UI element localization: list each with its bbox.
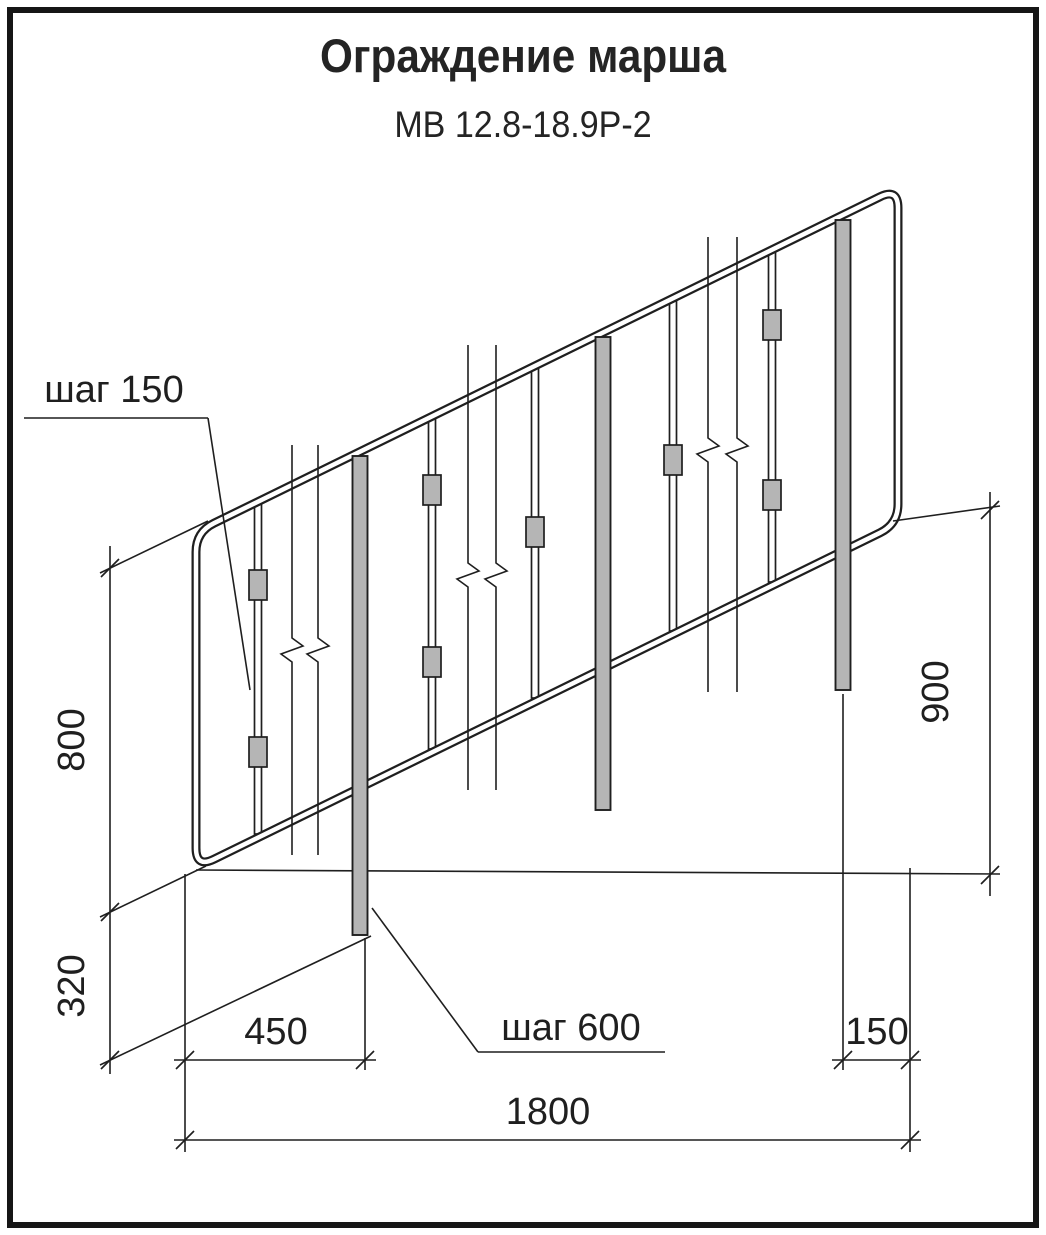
baluster-blocks <box>248 309 782 768</box>
baluster-block <box>525 516 545 548</box>
post <box>351 455 369 936</box>
break-line <box>455 345 481 790</box>
break-line-group-2 <box>455 345 509 790</box>
railing-frame <box>191 189 903 867</box>
callout-leader <box>371 907 479 1053</box>
baluster-block <box>663 444 683 476</box>
extension-line <box>892 505 1001 522</box>
dimension-tick <box>833 1050 853 1070</box>
dimension-tick <box>355 1050 375 1070</box>
dimension-value-150: 150 <box>845 1011 908 1053</box>
baluster-block <box>762 479 782 511</box>
baluster-block <box>248 736 268 768</box>
floor-level-line <box>195 869 1001 875</box>
callout-step-150-label: шаг 150 <box>44 369 183 411</box>
posts <box>351 219 852 936</box>
extension-line <box>99 865 207 918</box>
extension-line <box>99 520 209 574</box>
break-line <box>483 345 509 790</box>
callout-leader <box>207 417 251 691</box>
railing-frame-outer <box>191 189 903 867</box>
dimension-tick <box>100 558 120 578</box>
balusters <box>253 251 777 835</box>
callout-step-150: шаг 150 <box>24 369 251 691</box>
baluster-block <box>762 309 782 341</box>
dimension-tick <box>100 1050 120 1070</box>
break-line-group-1 <box>279 445 331 855</box>
break-line <box>724 237 750 692</box>
baluster <box>253 503 263 835</box>
railing-frame-inner <box>193 191 901 865</box>
dimension-value-320: 320 <box>51 954 93 1017</box>
baluster-block <box>248 569 268 601</box>
break-line <box>279 445 305 855</box>
post <box>594 336 612 811</box>
drawing-title: Ограждение марша <box>320 29 726 82</box>
dimension-value-900: 900 <box>915 660 957 723</box>
break-lines <box>279 237 750 855</box>
dimension-tick <box>900 1050 920 1070</box>
dimension-value-800: 800 <box>51 708 93 771</box>
dimension-value-1800: 1800 <box>506 1091 591 1133</box>
baluster-block <box>422 646 442 678</box>
break-line-group-3 <box>695 237 750 692</box>
dimension-tick <box>900 1130 920 1150</box>
drawing-model-number: МВ 12.8-18.9Р-2 <box>394 104 652 145</box>
dimension-tick <box>175 1050 195 1070</box>
baluster-block <box>422 474 442 506</box>
dimension-tick <box>175 1130 195 1150</box>
dimension-right: 900 <box>892 492 1001 896</box>
callout-step-600-label: шаг 600 <box>501 1007 640 1049</box>
dimension-tick <box>980 500 1000 520</box>
baluster <box>767 251 777 583</box>
post <box>834 219 852 691</box>
dimension-tick <box>980 865 1000 885</box>
dimension-left: 800 320 <box>51 520 372 1074</box>
baluster <box>427 418 437 750</box>
break-line <box>695 237 721 692</box>
break-line <box>305 445 331 855</box>
dimension-value-450: 450 <box>244 1011 307 1053</box>
dimension-tick <box>100 902 120 922</box>
extension-line <box>99 935 372 1066</box>
dimension-bottom: 450 шаг 600 150 1800 <box>174 694 921 1152</box>
